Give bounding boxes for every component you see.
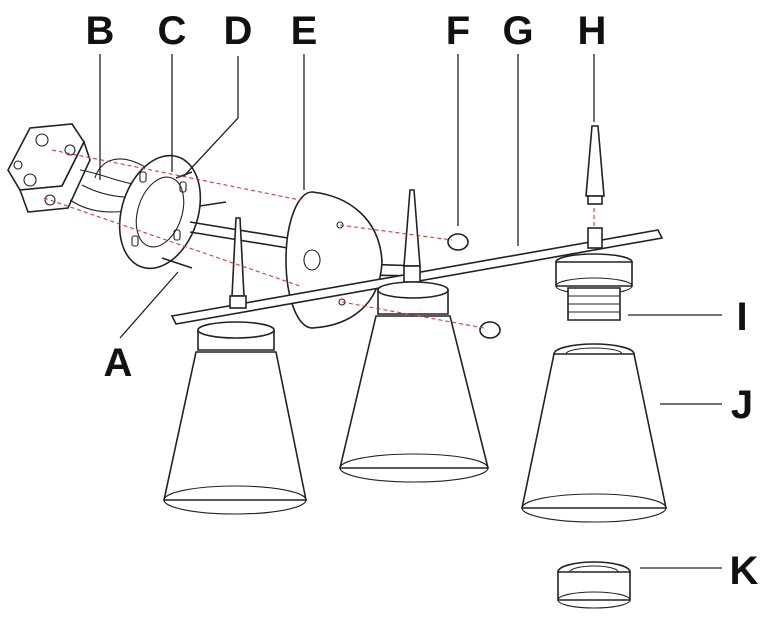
middle-lamp <box>338 189 490 483</box>
callout-e: E <box>291 9 318 53</box>
mounting-plate <box>118 154 202 270</box>
canopy <box>285 191 383 329</box>
junction-box <box>7 123 91 213</box>
glass-shade <box>521 343 667 523</box>
left-lamp <box>163 217 307 515</box>
callout-f: F <box>446 9 470 53</box>
callout-j: J <box>731 383 753 427</box>
shade-nut <box>557 561 631 609</box>
finial-h <box>585 125 605 249</box>
callout-i: I <box>736 295 747 339</box>
mounting-screws <box>161 171 227 269</box>
callout-d: D <box>224 9 253 53</box>
callout-h: H <box>578 9 607 53</box>
callout-k: K <box>730 549 759 593</box>
socket-ring <box>555 253 633 321</box>
decorative-knobs <box>447 233 501 339</box>
callout-a: A <box>104 341 133 385</box>
callout-b: B <box>86 9 115 53</box>
callout-g: G <box>502 9 533 53</box>
callout-labels: B C D E F G H I J K A <box>86 9 759 593</box>
leader-lines <box>99 54 722 569</box>
assembly-guides <box>43 149 595 329</box>
callout-c: C <box>158 9 187 53</box>
